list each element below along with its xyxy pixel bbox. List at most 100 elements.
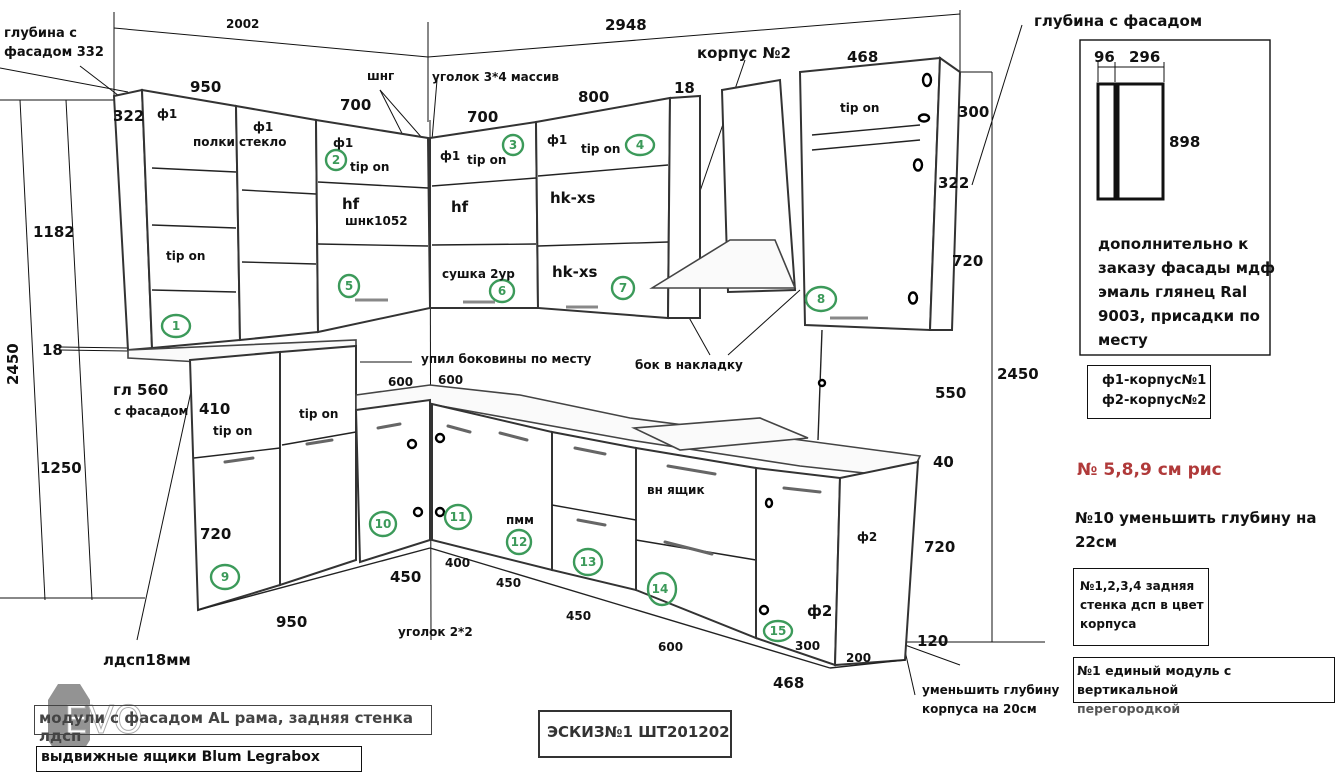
marker-15: 15 <box>762 619 794 643</box>
svg-text:14: 14 <box>652 582 669 596</box>
upper-cabinets-right <box>429 56 962 441</box>
svg-text:3: 3 <box>509 138 517 152</box>
svg-text:ф2: ф2 <box>857 530 877 544</box>
dim-200: 200 <box>846 651 871 665</box>
dim-950-upper: 950 <box>190 78 221 96</box>
profile-w1: 96 <box>1094 48 1115 66</box>
dim-720-lower-right: 720 <box>924 538 955 556</box>
svg-text:шнк1052: шнк1052 <box>345 214 408 228</box>
dimension-values: 2002 2948 950 700 700 800 18 468 300 322… <box>4 16 1200 692</box>
svg-text:ф1: ф1 <box>253 120 273 134</box>
svg-text:гл 560: гл 560 <box>113 381 168 399</box>
dim-468-base: 468 <box>773 674 804 692</box>
korpus-legend: ф1-корпус№1 ф2-корпус№2 <box>1087 365 1211 419</box>
marker-5: 5 <box>337 273 361 299</box>
dim-468-top: 468 <box>847 48 878 66</box>
lower-cabinets <box>127 339 922 669</box>
svg-text:tip on: tip on <box>350 160 389 174</box>
dim-2002: 2002 <box>226 17 259 31</box>
svg-text:ф1: ф1 <box>333 136 353 150</box>
svg-text:tip on: tip on <box>840 101 879 115</box>
dim-450-c: 450 <box>566 609 591 623</box>
svg-text:упил боковины по месту: упил боковины по месту <box>421 352 592 366</box>
dim-1182: 1182 <box>33 223 75 241</box>
mdf-order-note: дополнительно к заказу фасады мдф эмаль … <box>1098 235 1276 349</box>
svg-text:5: 5 <box>345 279 353 293</box>
marker-10: 10 <box>368 510 398 538</box>
dim-300-base: 300 <box>795 639 820 653</box>
svg-text:13: 13 <box>580 555 597 569</box>
svg-text:ф1: ф1 <box>547 133 567 147</box>
dim-410: 410 <box>199 400 230 418</box>
svg-text:9: 9 <box>221 570 229 584</box>
dim-300: 300 <box>958 103 989 121</box>
marker-7: 7 <box>610 275 636 301</box>
marker-4: 4 <box>624 133 656 157</box>
svg-text:ф1: ф1 <box>440 149 460 163</box>
svg-text:ф1: ф1 <box>157 107 177 121</box>
svg-text:фасадом 332: фасадом 332 <box>4 45 104 60</box>
dim-2450-left: 2450 <box>4 343 22 385</box>
svg-text:hk-xs: hk-xs <box>550 189 596 207</box>
marker-6: 6 <box>488 278 516 304</box>
dim-18-thickness: 18 <box>42 341 63 359</box>
svg-text:tip on: tip on <box>299 407 338 421</box>
dim-18-top: 18 <box>674 79 695 97</box>
upper-cabinets-left <box>112 88 432 352</box>
svg-text:шнг: шнг <box>367 69 394 83</box>
dim-600-a: 600 <box>388 375 413 389</box>
dim-400: 400 <box>445 556 470 570</box>
svg-text:вн ящик: вн ящик <box>647 483 705 497</box>
marker-2: 2 <box>324 148 348 172</box>
dim-600-c: 600 <box>658 640 683 654</box>
dim-450-a: 450 <box>390 568 421 586</box>
svg-text:tip on: tip on <box>166 249 205 263</box>
red-note: № 5,8,9 см рис <box>1077 460 1222 480</box>
svg-text:корпуса на 20см: корпуса на 20см <box>922 702 1037 716</box>
svg-text:глубина с: глубина с <box>4 26 77 41</box>
dim-800: 800 <box>578 88 609 106</box>
svg-text:hf: hf <box>451 198 469 216</box>
dim-2948: 2948 <box>605 16 647 34</box>
marker-3: 3 <box>501 133 525 157</box>
marker-9: 9 <box>209 563 241 591</box>
svg-text:полки стекло: полки стекло <box>193 135 286 149</box>
svg-text:hk-xs: hk-xs <box>552 263 598 281</box>
al-frame-note: модули с фасадом AL рама, задняя стенка … <box>34 705 432 745</box>
svg-text:12: 12 <box>511 535 528 549</box>
dim-700-a: 700 <box>340 96 371 114</box>
marker-8: 8 <box>804 285 838 313</box>
svg-text:с фасадом: с фасадом <box>114 404 188 418</box>
svg-text:пмм: пмм <box>506 513 534 527</box>
svg-text:7: 7 <box>619 281 627 295</box>
svg-text:10: 10 <box>375 517 392 531</box>
dim-322-right: 322 <box>938 174 969 192</box>
svg-text:hf: hf <box>342 195 360 213</box>
dim-2450-right: 2450 <box>997 365 1039 383</box>
marker-11: 11 <box>443 503 473 531</box>
dim-450-b: 450 <box>496 576 521 590</box>
svg-text:глубина с фасадом: глубина с фасадом <box>1034 12 1202 30</box>
marker-14: 14 <box>646 571 678 607</box>
svg-text:ф2: ф2 <box>807 602 832 620</box>
svg-text:лдсп18мм: лдсп18мм <box>103 651 191 669</box>
svg-text:tip on: tip on <box>213 424 252 438</box>
dim-950-base: 950 <box>276 613 307 631</box>
dim-720-left: 720 <box>200 525 231 543</box>
back-panel-note: №1,2,3,4 задняя стенка дсп в цвет корпус… <box>1073 568 1209 646</box>
svg-text:уголок 3*4 массив: уголок 3*4 массив <box>432 70 559 84</box>
dim-700-b: 700 <box>467 108 498 126</box>
dim-120: 120 <box>917 632 948 650</box>
dim-720-upper-right: 720 <box>952 252 983 270</box>
dim-550: 550 <box>935 384 966 402</box>
dim-1250: 1250 <box>40 459 82 477</box>
facade-profile-drawing <box>1079 39 1271 356</box>
dim-40: 40 <box>933 453 954 471</box>
marker-12: 12 <box>505 528 533 556</box>
sketch-title: ЭСКИЗ№1 ШТ201202 <box>538 710 732 758</box>
dim-600-b: 600 <box>438 373 463 387</box>
svg-text:бок в накладку: бок в накладку <box>635 358 743 372</box>
svg-text:уменьшить глубину: уменьшить глубину <box>922 683 1059 697</box>
svg-text:1: 1 <box>172 319 180 333</box>
